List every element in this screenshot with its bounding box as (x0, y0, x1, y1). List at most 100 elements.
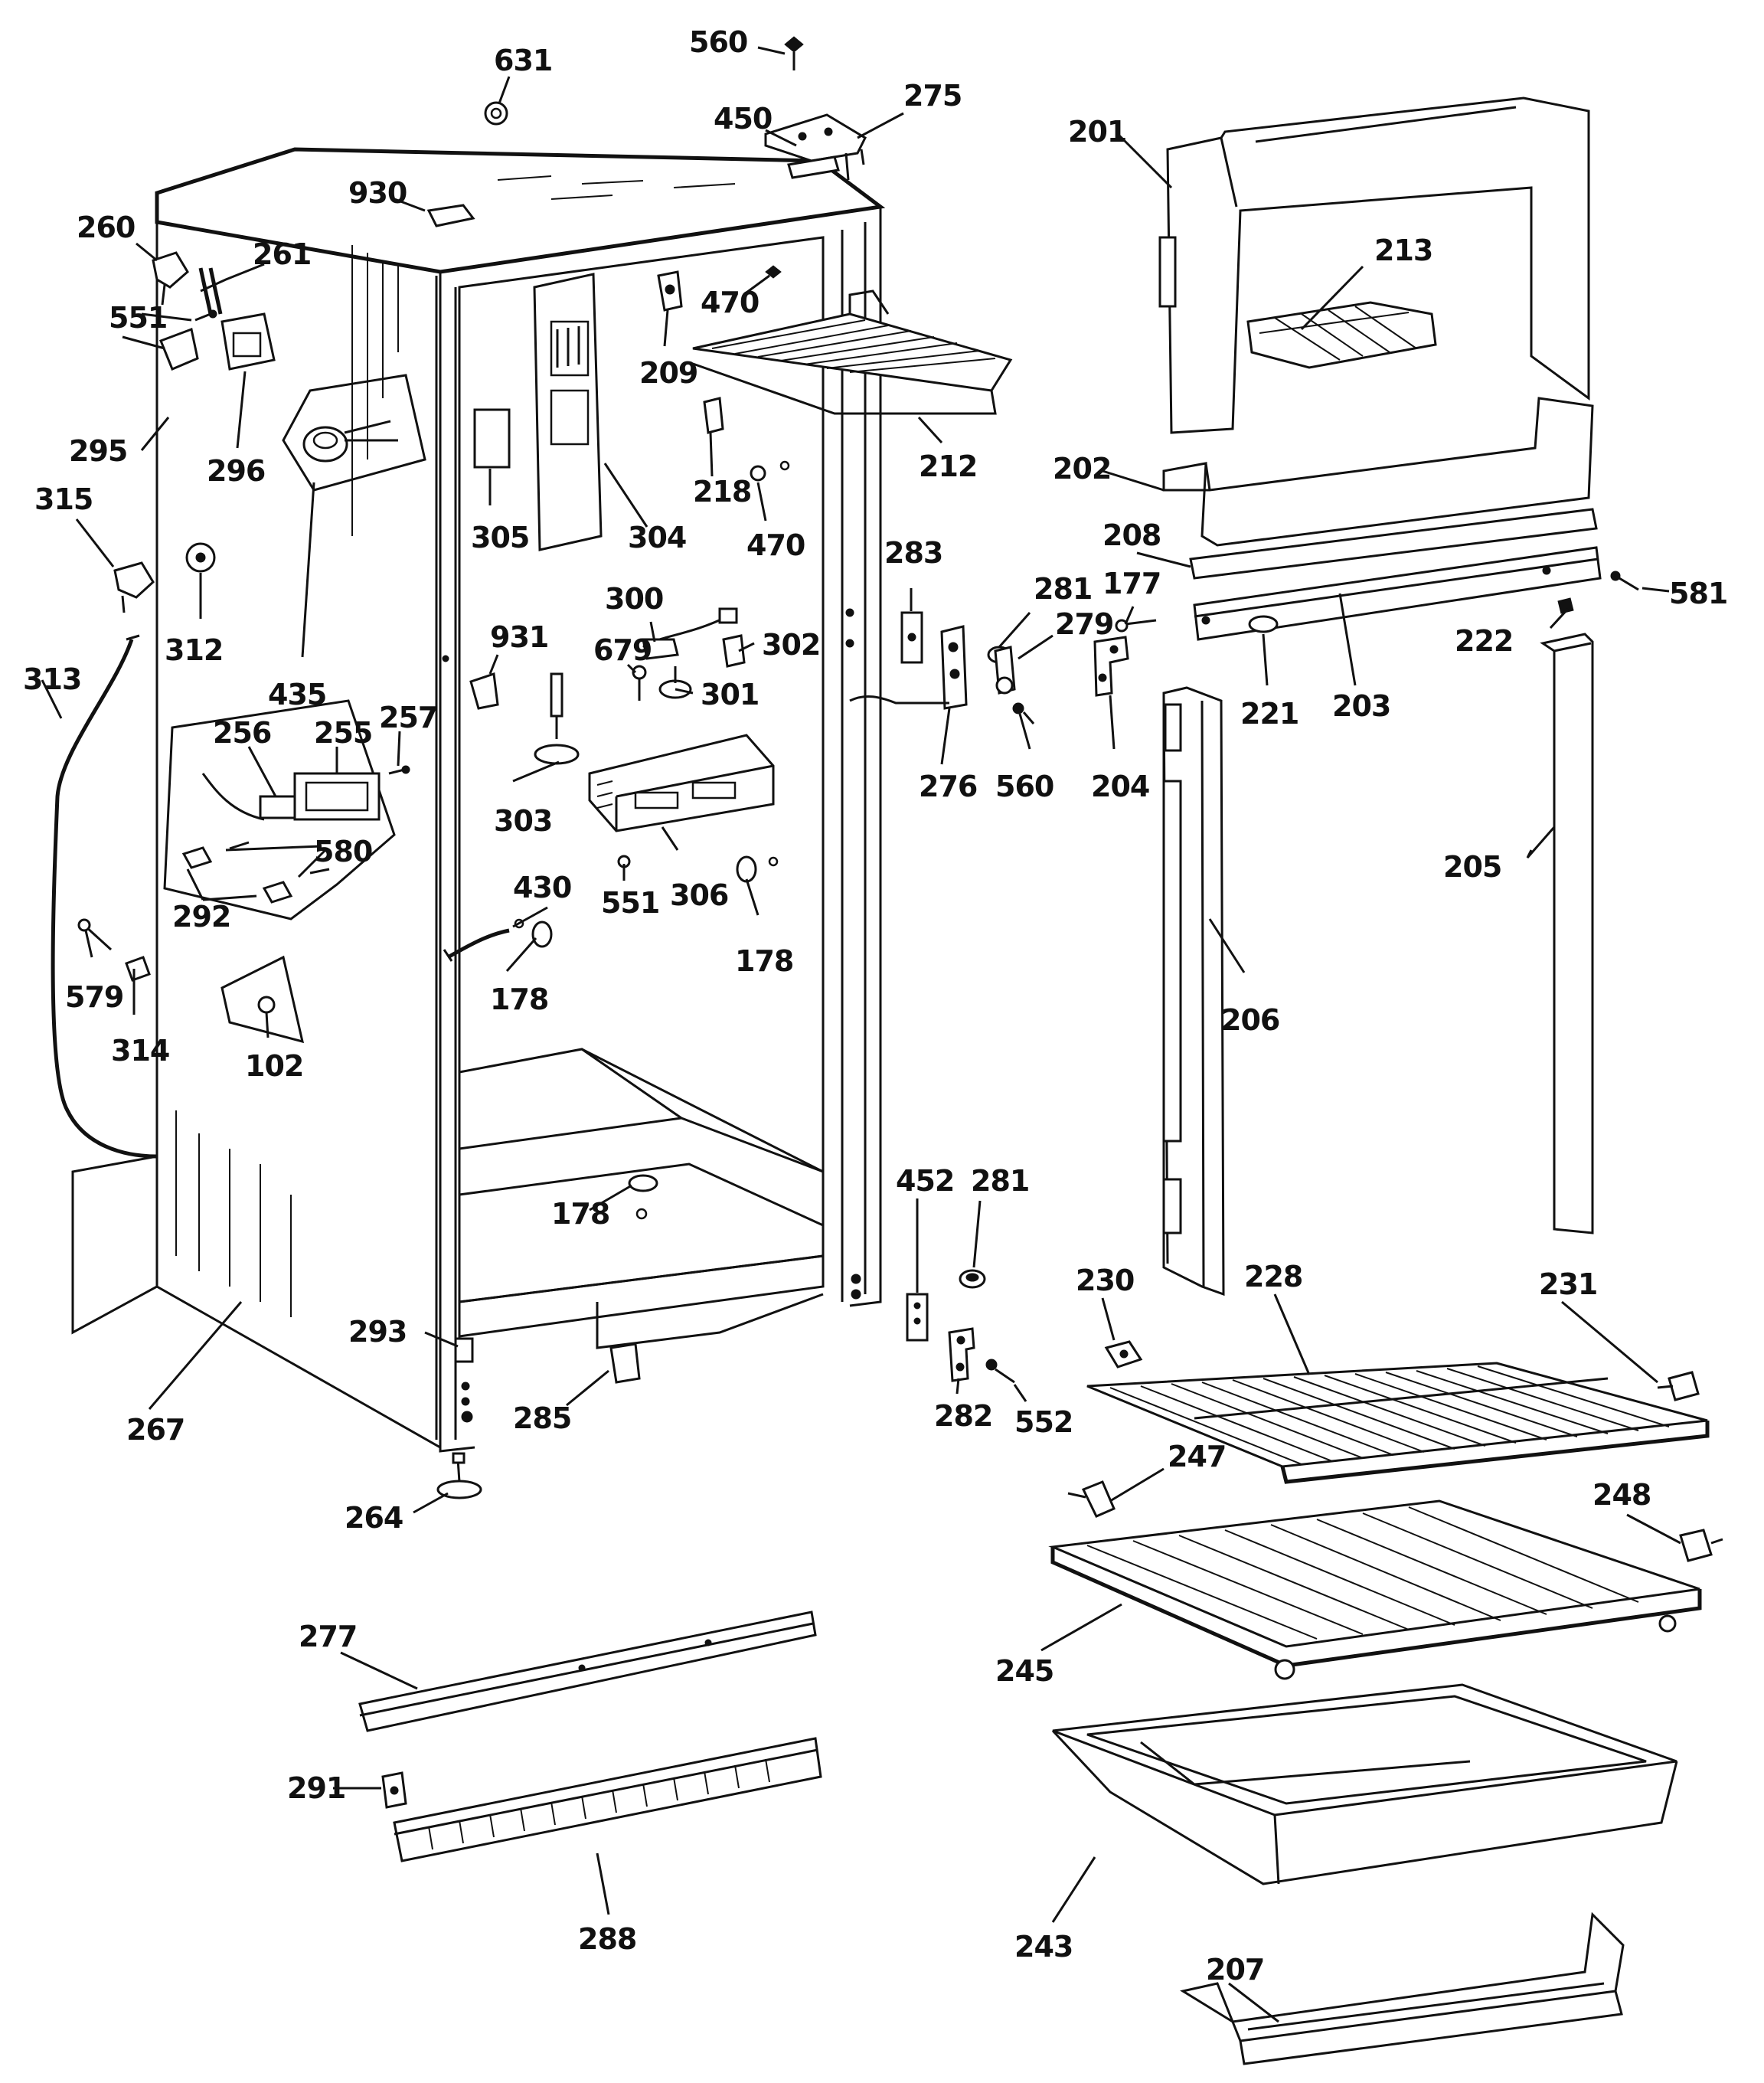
label-931: 931 (490, 620, 548, 654)
label-430: 430 (513, 871, 571, 904)
label-204: 204 (1091, 770, 1149, 803)
part-204-hinge (1093, 636, 1129, 697)
label-248: 248 (1592, 1478, 1651, 1512)
part-296-housing (220, 312, 276, 371)
part-283-plate (900, 611, 923, 664)
label-205: 205 (1443, 850, 1501, 884)
label-560-a: 560 (689, 25, 747, 59)
part-205-door-trim (1540, 633, 1594, 1234)
part-560-screw-b (1012, 702, 1035, 724)
label-581: 581 (1669, 577, 1727, 610)
part-279-pin (994, 646, 1016, 695)
label-281-b: 281 (971, 1164, 1029, 1198)
label-221: 221 (1240, 697, 1298, 731)
part-number-labels: 631 560 450 275 201 930 260 261 213 470 … (23, 25, 1728, 1987)
label-245: 245 (995, 1654, 1054, 1688)
part-282-hinge (948, 1327, 975, 1382)
label-302: 302 (762, 628, 820, 662)
part-315-elbow (113, 561, 155, 613)
part-312-grommet (185, 542, 216, 573)
label-551-a: 551 (109, 301, 167, 335)
label-201: 201 (1068, 115, 1126, 149)
label-209: 209 (639, 356, 697, 390)
leader-lines (41, 46, 1681, 2023)
part-579-screw (77, 918, 113, 951)
part-206-door-gasket (1162, 686, 1225, 1297)
part-203-rail (1193, 546, 1602, 641)
label-178-a: 178 (735, 944, 793, 978)
label-295: 295 (69, 434, 127, 468)
label-314: 314 (111, 1034, 169, 1068)
part-276-hinge (849, 625, 968, 710)
part-261-shaft (198, 267, 223, 315)
label-293: 293 (348, 1315, 407, 1349)
label-291: 291 (287, 1771, 345, 1805)
label-202: 202 (1053, 452, 1111, 486)
part-452-plate (906, 1293, 929, 1342)
part-293-leveler (454, 1337, 474, 1363)
label-243: 243 (1014, 1930, 1073, 1964)
part-202-freezer-door-bottom (1162, 397, 1594, 547)
part-228-wire-shelf (1086, 1362, 1710, 1484)
label-213: 213 (1374, 234, 1432, 267)
label-218: 218 (693, 475, 751, 508)
part-245-glass-shelf (1048, 1499, 1702, 1680)
part-306-light-shield (588, 734, 775, 832)
part-314-clip (125, 956, 151, 982)
label-560-b: 560 (995, 770, 1054, 803)
label-679: 679 (593, 633, 652, 667)
label-279: 279 (1055, 607, 1113, 641)
label-551-b: 551 (601, 886, 659, 920)
part-177-screw (1115, 619, 1157, 633)
part-178-button-c (628, 1174, 658, 1220)
part-281-bushing-b (959, 1269, 986, 1289)
part-470-clip-top (765, 265, 782, 279)
part-222-plug (1557, 597, 1574, 614)
part-247-support (1067, 1480, 1116, 1518)
part-260-knob (152, 251, 189, 306)
part-430-bracket (443, 928, 510, 962)
label-247: 247 (1168, 1440, 1226, 1473)
label-207: 207 (1206, 1953, 1264, 1987)
label-276: 276 (919, 770, 977, 803)
label-579: 579 (65, 980, 123, 1014)
part-552-screw (985, 1359, 1015, 1384)
label-102: 102 (245, 1049, 303, 1083)
part-450-shim (787, 155, 840, 179)
label-178-b: 178 (490, 983, 548, 1016)
label-470-b: 470 (746, 528, 805, 562)
label-552: 552 (1014, 1405, 1073, 1439)
part-231-support (1657, 1371, 1700, 1401)
part-305-switch (473, 408, 511, 469)
label-275: 275 (903, 79, 962, 113)
part-295-control (122, 327, 199, 371)
part-288-grille (393, 1737, 822, 1862)
label-281-a: 281 (1034, 572, 1092, 606)
label-631: 631 (494, 44, 552, 77)
label-208: 208 (1102, 518, 1161, 552)
label-305: 305 (471, 521, 529, 554)
part-102-detail (220, 955, 305, 1044)
part-304-control-panel (533, 273, 603, 551)
part-178-button-b (514, 918, 553, 948)
part-277-rail (358, 1610, 817, 1732)
part-275-hinge (764, 113, 867, 181)
part-302-holder (722, 634, 746, 668)
part-209-clip (657, 270, 683, 312)
part-178-button-a (736, 855, 779, 883)
label-222: 222 (1455, 624, 1513, 658)
part-267-panel (71, 1155, 158, 1335)
part-257-screw (388, 765, 410, 775)
label-930: 930 (348, 176, 407, 210)
label-212: 212 (919, 450, 977, 483)
part-291-bracket (381, 1771, 407, 1809)
label-288: 288 (578, 1922, 636, 1956)
part-212-freezer-shelf (692, 289, 1013, 415)
label-301: 301 (701, 678, 759, 711)
part-285-bracket (609, 1342, 641, 1384)
label-470-a: 470 (701, 286, 759, 319)
part-213-ice-tray (1246, 301, 1437, 369)
part-207-door-bin (1180, 1911, 1625, 2065)
label-256: 256 (213, 716, 271, 750)
